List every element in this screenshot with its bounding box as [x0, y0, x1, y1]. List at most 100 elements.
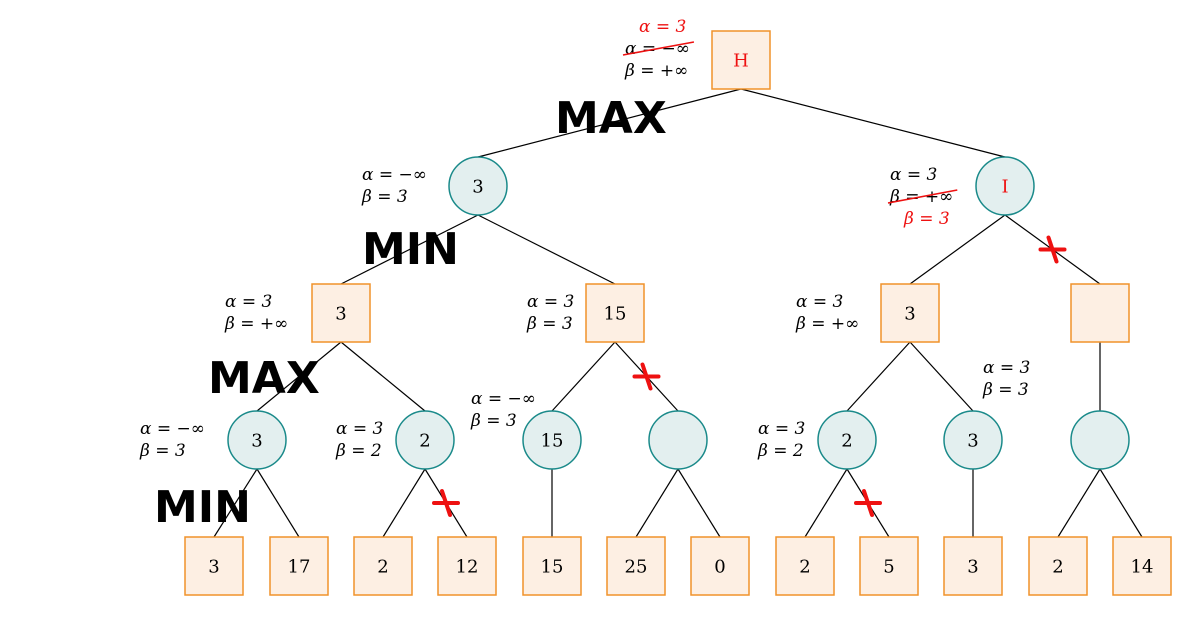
tree-edge-s3a-c3a	[256, 341, 342, 412]
prune-marks-layer	[432, 235, 1067, 517]
prune-cross-icon	[432, 489, 460, 517]
edges-layer	[213, 88, 1143, 538]
tree-edge-s3b-c2b	[846, 341, 911, 412]
bound-text: β = +∞	[624, 61, 688, 81]
tree-edge-cEmptyB-l12	[1099, 468, 1143, 538]
node-value-label: 3	[967, 557, 978, 578]
max-square-node-l6: 25	[606, 536, 666, 596]
alpha-beta-annotation-s3a: α = 3β = +∞	[224, 292, 288, 334]
bound-text: α = 3	[890, 165, 937, 185]
tree-edge-c2b-l8	[804, 468, 848, 538]
bound-text: α = 3	[225, 292, 272, 312]
bound-text: α = 3	[758, 419, 805, 439]
bound-text: β = 3	[139, 441, 186, 461]
tree-edge-s3a-c2a	[340, 341, 426, 412]
node-value-label: 12	[456, 557, 479, 578]
node-value-label: 2	[1052, 557, 1063, 578]
alpha-beta-annotation-H: α = 3α = −∞β = +∞	[622, 17, 695, 81]
bound-text: β = +∞	[224, 314, 288, 334]
level-label-max-1: MAX	[555, 93, 667, 144]
bound-text: β = 3	[982, 380, 1029, 400]
prune-cross-icon	[632, 362, 661, 391]
max-square-node-s3a: 3	[311, 283, 371, 343]
tree-edge-H-I	[740, 88, 1006, 158]
max-square-node-s3b: 3	[880, 283, 940, 343]
alpha-beta-annotation-c3a: α = −∞β = 3	[139, 419, 205, 461]
node-value-label: 5	[883, 557, 894, 578]
bound-text: β = 3	[361, 187, 408, 207]
min-circle-node-cEmptyA	[648, 410, 708, 470]
alpha-beta-annotation-c15: α = −∞β = 3	[470, 389, 536, 431]
alpha-beta-annotation-s15: α = 3β = 3	[526, 292, 574, 334]
tree-edge-cEmptyA-l6	[635, 468, 679, 538]
bound-text: β = +∞	[795, 314, 859, 334]
alpha-beta-annotation-c2a: α = 3β = 2	[335, 419, 383, 461]
node-value-label: 14	[1131, 557, 1154, 578]
tree-edge-I-s3b	[909, 214, 1006, 285]
max-square-node-l8: 2	[775, 536, 835, 596]
alpha-beta-annotation-s3b: α = 3β = +∞	[795, 292, 859, 334]
max-square-node-l1: 3	[184, 536, 244, 596]
node-value-label: 3	[472, 177, 483, 198]
min-circle-node-I: I	[975, 156, 1035, 216]
strike-through-mark	[622, 41, 695, 56]
annotations-layer: α = 3α = −∞β = +∞α = −∞β = 3α = 3β = +∞β…	[139, 17, 1030, 461]
min-circle-node-c3b: 3	[943, 410, 1003, 470]
bound-text: α = −∞	[362, 165, 427, 185]
alpha-beta-annotation-n3a: α = −∞β = 3	[361, 165, 427, 207]
bound-text: β = 2	[757, 441, 804, 461]
node-value-label: H	[733, 51, 749, 72]
bound-text: α = 3	[983, 358, 1030, 378]
max-square-node-l5: 15	[522, 536, 582, 596]
node-value-label: 3	[208, 557, 219, 578]
bound-text: α = −∞	[140, 419, 205, 439]
max-square-node-l4: 12	[437, 536, 497, 596]
node-value-label: 3	[904, 304, 915, 325]
tree-edge-n3a-s15	[477, 214, 616, 285]
bound-text: α = 3	[796, 292, 843, 312]
node-value-label: 2	[377, 557, 388, 578]
bound-text: α = 3	[336, 419, 383, 439]
max-square-node-s15: 15	[585, 283, 645, 343]
max-square-node-l2: 17	[269, 536, 329, 596]
tree-edge-cEmptyB-l11	[1057, 468, 1101, 538]
bound-text: α = −∞	[471, 389, 536, 409]
node-value-label: 2	[419, 431, 430, 452]
bound-text: β = 3	[470, 411, 517, 431]
min-circle-node-n3a: 3	[448, 156, 508, 216]
min-circle-node-cEmptyB	[1070, 410, 1130, 470]
node-value-label: 3	[967, 431, 978, 452]
max-square-node-l9: 5	[859, 536, 919, 596]
strike-through-mark	[887, 189, 958, 204]
tree-edge-c3a-l2	[256, 468, 300, 538]
updated-bound-text: α = 3	[639, 17, 686, 37]
max-square-node-l3: 2	[353, 536, 413, 596]
level-labels-layer: MAX MIN MAX MIN	[154, 93, 667, 533]
node-value-label: 17	[288, 557, 311, 578]
node-value-label: 3	[335, 304, 346, 325]
bound-text: β = 2	[335, 441, 382, 461]
max-square-node-H: H	[711, 30, 771, 90]
bound-text: α = 3	[527, 292, 574, 312]
bound-text: β = 3	[526, 314, 573, 334]
tree-edge-cEmptyA-l7	[677, 468, 721, 538]
node-value-label: 25	[625, 557, 648, 578]
tree-edge-H-n3a	[477, 88, 742, 158]
prune-cross-icon	[854, 489, 882, 517]
node-value-label: 15	[604, 304, 627, 325]
node-value-label: I	[1001, 177, 1008, 198]
alpha-beta-annotation-I: α = 3β = +∞β = 3	[887, 165, 958, 229]
min-circle-node-c2a: 2	[395, 410, 455, 470]
tree-edge-c3a-l1	[213, 468, 258, 538]
min-circle-node-c15: 15	[522, 410, 582, 470]
node-value-label: 15	[541, 557, 564, 578]
min-circle-node-c2b: 2	[817, 410, 877, 470]
max-square-node-sEmpty	[1070, 283, 1130, 343]
min-circle-node-c3a: 3	[227, 410, 287, 470]
tree-edge-s15-c15	[551, 341, 616, 412]
alpha-beta-annotation-c2b: α = 3β = 2	[757, 419, 805, 461]
level-label-min-2: MIN	[154, 482, 251, 533]
node-value-label: 2	[799, 557, 810, 578]
level-label-max-2: MAX	[208, 353, 320, 404]
